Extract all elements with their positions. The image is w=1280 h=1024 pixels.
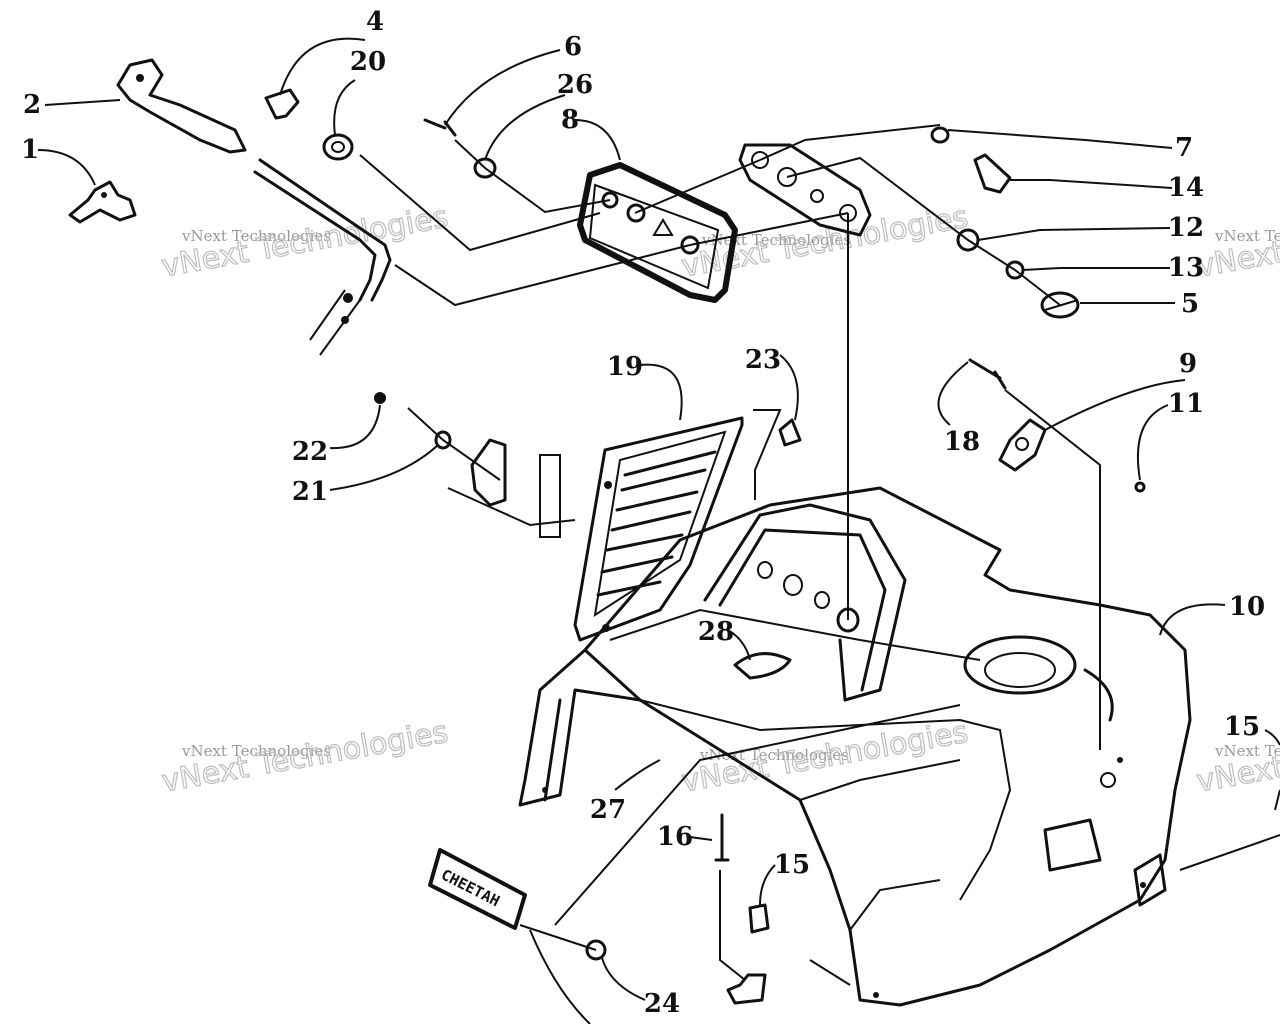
cheetah-nameplate: CHEETAH — [428, 848, 527, 930]
callout-16: 16 — [657, 822, 693, 852]
watermark-4: vNext Technologies vNext Technologies — [159, 714, 452, 800]
callout-15: 15 — [774, 850, 810, 880]
watermark-3: vNext Technologies vNext Technologies — [1194, 199, 1280, 285]
callout-leaders — [37, 37, 1280, 1024]
svg-text:vNext Technologies: vNext Technologies — [1194, 200, 1280, 285]
bracket-plate-21 — [470, 438, 561, 538]
callout-8: 8 — [561, 105, 579, 135]
choke-lever — [68, 180, 137, 224]
clip-part-23 — [778, 418, 802, 447]
svg-text:vNext Technologies: vNext Technologies — [1214, 227, 1280, 245]
callout-27: 27 — [590, 795, 626, 825]
switch-part-14 — [973, 153, 1012, 194]
callout-22: 22 — [292, 437, 328, 467]
grille-louver — [573, 416, 744, 642]
callout-18: 18 — [944, 427, 980, 457]
callout-9: 9 — [1179, 349, 1197, 379]
callout-1: 1 — [21, 135, 39, 165]
switch-part-5 — [1040, 291, 1080, 319]
callout-13: 13 — [1168, 253, 1204, 283]
throttle-lever-assembly — [116, 58, 392, 356]
callout-11: 11 — [1168, 389, 1204, 419]
screw-part-22 — [374, 392, 386, 404]
callout-labels: 1 2 4 20 6 26 8 7 14 12 13 5 9 11 18 19 … — [21, 7, 1265, 1019]
nut-part-24 — [585, 939, 607, 961]
callout-19: 19 — [607, 352, 643, 382]
washer-part-21 — [434, 430, 452, 450]
callout-12: 12 — [1168, 213, 1204, 243]
callout-26: 26 — [557, 70, 593, 100]
svg-text:vNext Technologies: vNext Technologies — [159, 715, 451, 800]
key-part-4 — [264, 88, 300, 120]
assembly-lines — [359, 124, 1101, 986]
rivet-part-16 — [714, 813, 730, 862]
callout-10: 10 — [1229, 592, 1265, 622]
callout-21: 21 — [292, 477, 328, 507]
callout-23: 23 — [745, 345, 781, 375]
svg-text:vNext Technologies: vNext Technologies — [181, 227, 331, 245]
callout-7: 7 — [1175, 133, 1193, 163]
callout-15-right: 15 — [1224, 712, 1260, 742]
gasket-part-9 — [998, 418, 1047, 472]
svg-text:vNext Technologies: vNext Technologies — [1214, 742, 1280, 760]
clip-part-15 — [748, 903, 770, 934]
rivet-part-18 — [968, 358, 1007, 390]
switch-panel-plate — [577, 162, 738, 303]
screw-part-6 — [423, 118, 457, 137]
washer-part-7 — [930, 126, 950, 144]
callout-5: 5 — [1181, 289, 1199, 319]
callout-28: 28 — [698, 617, 734, 647]
svg-text:vNext Technologies: vNext Technologies — [181, 742, 331, 760]
callout-14: 14 — [1168, 173, 1204, 203]
hood-assembly — [518, 486, 1280, 1007]
callout-4: 4 — [366, 7, 384, 37]
callout-20: 20 — [350, 47, 386, 77]
callout-2: 2 — [23, 90, 41, 120]
callout-24: 24 — [644, 989, 680, 1019]
nut-part-11 — [1134, 481, 1146, 493]
nut-part-20 — [322, 133, 354, 161]
callout-6: 6 — [564, 32, 582, 62]
bracket-part-lower — [726, 973, 767, 1005]
